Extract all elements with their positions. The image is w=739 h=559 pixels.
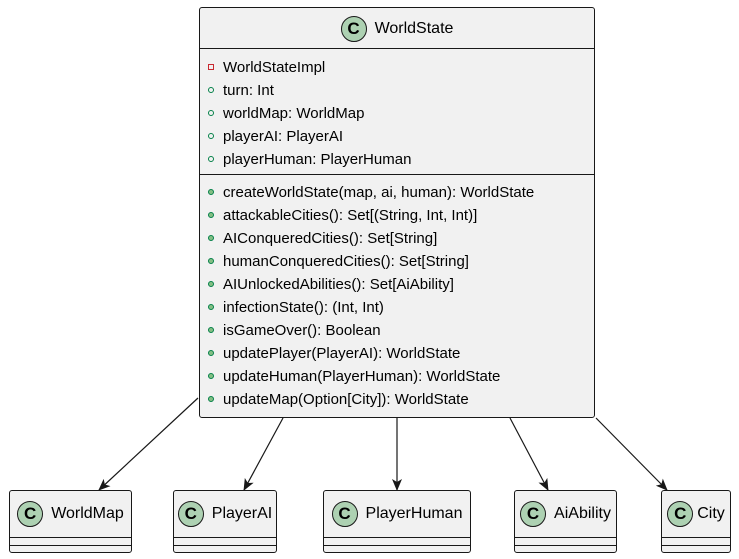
- field-row: turn: Int: [208, 79, 274, 101]
- class-name: City: [697, 505, 725, 522]
- class-name: WorldMap: [51, 505, 124, 522]
- arrow-to-aiability: [509, 417, 549, 491]
- class-worldstate[interactable]: C WorldState WorldStateImpl turn: Int wo…: [199, 7, 595, 418]
- method-text: AIUnlockedAbilities(): Set[AiAbility]: [223, 275, 454, 293]
- method-text: updateMap(Option[City]): WorldState: [223, 390, 469, 408]
- public-visibility-icon: [208, 133, 214, 139]
- field-row: playerHuman: PlayerHuman: [208, 148, 411, 170]
- method-text: updateHuman(PlayerHuman): WorldState: [223, 367, 501, 385]
- public-visibility-icon: [208, 87, 214, 93]
- class-header: C PlayerAI: [174, 491, 276, 537]
- class-name: WorldState: [374, 19, 454, 37]
- class-playerhuman[interactable]: C PlayerHuman: [323, 490, 471, 553]
- public-method-icon: [208, 304, 214, 310]
- public-method-icon: [208, 373, 214, 379]
- class-name: PlayerAI: [211, 505, 273, 522]
- class-header: C City: [662, 491, 730, 537]
- method-text: humanConqueredCities(): Set[String]: [223, 252, 469, 270]
- class-c-icon: C: [667, 501, 694, 527]
- class-c-icon: C: [520, 501, 547, 527]
- method-row: updatePlayer(PlayerAI): WorldState: [208, 342, 460, 364]
- methods-separator: [10, 545, 131, 546]
- methods-separator: [174, 545, 276, 546]
- public-method-icon: [208, 396, 214, 402]
- methods-separator: [324, 545, 470, 546]
- arrow-to-playerai: [243, 417, 284, 491]
- public-visibility-icon: [208, 156, 214, 162]
- method-row: isGameOver(): Boolean: [208, 319, 381, 341]
- method-row: updateMap(Option[City]): WorldState: [208, 388, 469, 410]
- method-text: infectionState(): (Int, Int): [223, 298, 384, 316]
- class-header: C WorldMap: [10, 491, 131, 537]
- fields-separator: [200, 48, 594, 49]
- method-row: humanConqueredCities(): Set[String]: [208, 250, 469, 272]
- class-name: AiAbility: [554, 505, 611, 522]
- class-c-icon: C: [340, 15, 367, 42]
- field-text: turn: Int: [223, 81, 274, 99]
- field-text: worldMap: WorldMap: [223, 104, 365, 122]
- method-row: updateHuman(PlayerHuman): WorldState: [208, 365, 500, 387]
- arrow-to-city: [595, 417, 668, 491]
- public-method-icon: [208, 235, 214, 241]
- class-playerai[interactable]: C PlayerAI: [173, 490, 277, 553]
- method-row: attackableCities(): Set[(String, Int, In…: [208, 204, 477, 226]
- class-header: C WorldState: [200, 8, 594, 49]
- fields-separator: [662, 537, 730, 538]
- methods-separator: [200, 174, 594, 175]
- class-aiability[interactable]: C AiAbility: [514, 490, 617, 553]
- method-text: isGameOver(): Boolean: [223, 321, 381, 339]
- class-header: C PlayerHuman: [324, 491, 470, 537]
- fields-separator: [324, 537, 470, 538]
- class-worldmap[interactable]: C WorldMap: [9, 490, 132, 553]
- field-text: playerHuman: PlayerHuman: [223, 150, 412, 168]
- public-visibility-icon: [208, 110, 214, 116]
- field-text: playerAI: PlayerAI: [223, 127, 344, 145]
- fields-separator: [10, 537, 131, 538]
- field-row: playerAI: PlayerAI: [208, 125, 343, 147]
- methods-separator: [662, 545, 730, 546]
- method-row: createWorldState(map, ai, human): WorldS…: [208, 181, 534, 203]
- public-method-icon: [208, 258, 214, 264]
- method-row: infectionState(): (Int, Int): [208, 296, 384, 318]
- public-method-icon: [208, 212, 214, 218]
- class-c-icon: C: [17, 501, 44, 527]
- fields-separator: [515, 537, 616, 538]
- public-method-icon: [208, 350, 214, 356]
- field-row: worldMap: WorldMap: [208, 102, 364, 124]
- class-name: PlayerHuman: [365, 505, 463, 522]
- public-method-icon: [208, 327, 214, 333]
- class-city[interactable]: C City: [661, 490, 731, 553]
- method-text: AIConqueredCities(): Set[String]: [223, 229, 438, 247]
- methods-separator: [515, 545, 616, 546]
- field-text: WorldStateImpl: [223, 58, 326, 76]
- public-method-icon: [208, 281, 214, 287]
- method-row: AIUnlockedAbilities(): Set[AiAbility]: [208, 273, 454, 295]
- class-c-icon: C: [331, 501, 358, 527]
- public-method-icon: [208, 189, 214, 195]
- class-c-icon: C: [177, 501, 204, 527]
- method-text: attackableCities(): Set[(String, Int, In…: [223, 206, 478, 224]
- method-row: AIConqueredCities(): Set[String]: [208, 227, 437, 249]
- fields-separator: [174, 537, 276, 538]
- arrow-to-worldmap: [98, 397, 199, 491]
- class-header: C AiAbility: [515, 491, 616, 537]
- method-text: createWorldState(map, ai, human): WorldS…: [223, 183, 535, 201]
- method-text: updatePlayer(PlayerAI): WorldState: [223, 344, 461, 362]
- field-row: WorldStateImpl: [208, 56, 325, 78]
- private-visibility-icon: [208, 64, 214, 70]
